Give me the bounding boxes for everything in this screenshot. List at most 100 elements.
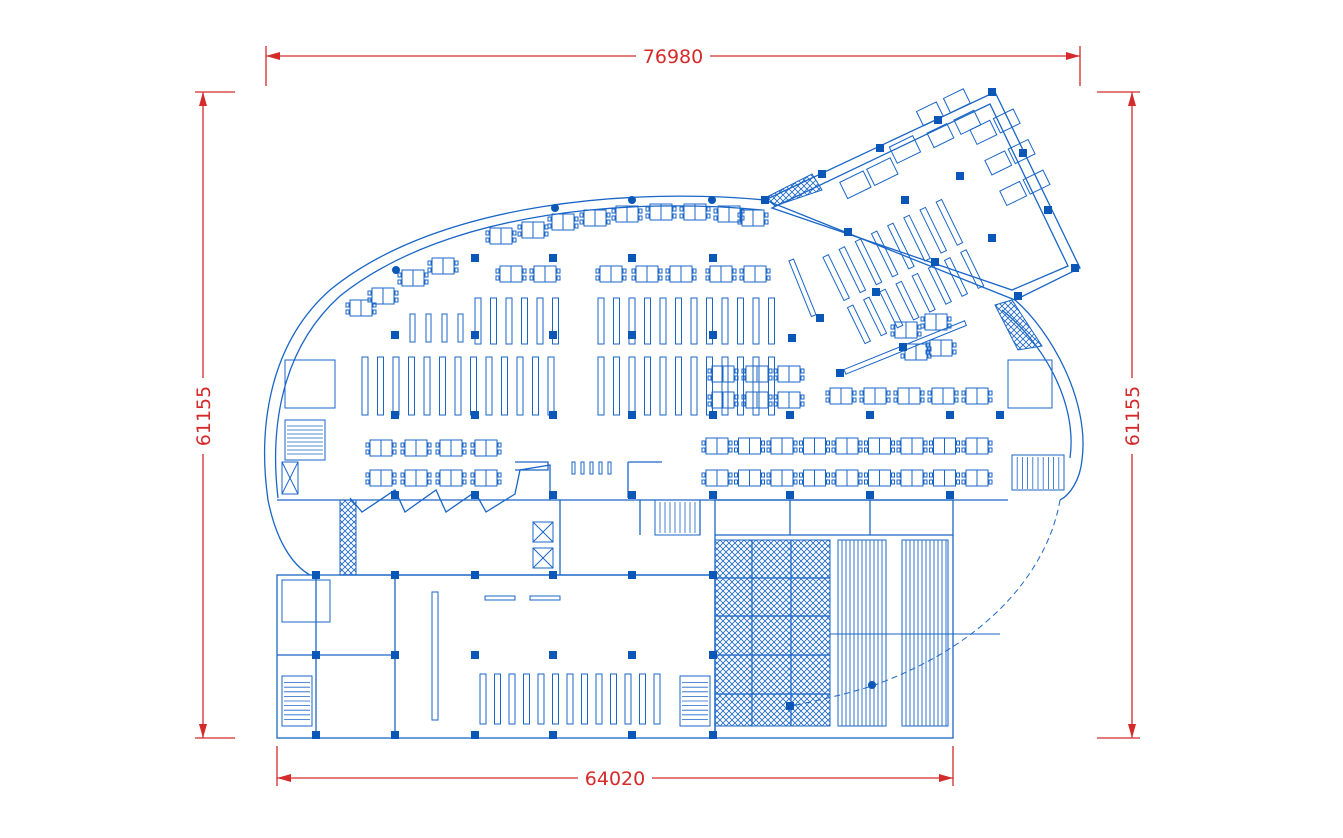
- chair: [470, 479, 475, 485]
- chair: [400, 442, 405, 448]
- structural-column: [549, 651, 557, 659]
- left-dimension: 61155: [193, 386, 215, 446]
- chair: [766, 268, 771, 274]
- catalog-cabinet: [571, 461, 576, 475]
- book-shelf: [523, 673, 530, 725]
- structural-column: [899, 343, 907, 351]
- structural-columns: [312, 88, 1079, 739]
- chair: [923, 447, 928, 453]
- chair: [367, 297, 372, 303]
- chair: [529, 268, 534, 274]
- chair: [988, 472, 993, 478]
- structural-column: [628, 651, 636, 659]
- book-shelf: [408, 356, 415, 416]
- chair: [896, 472, 901, 478]
- chair: [397, 272, 402, 278]
- book-shelf: [474, 297, 482, 345]
- chair: [734, 375, 739, 381]
- chair: [961, 397, 966, 403]
- chair: [956, 472, 960, 478]
- chair: [713, 215, 718, 221]
- structural-column: [628, 571, 636, 579]
- chair: [517, 224, 522, 230]
- chair: [345, 309, 350, 315]
- chair: [734, 401, 739, 407]
- chair: [732, 275, 737, 281]
- structural-column: [628, 731, 636, 739]
- structural-column: [996, 411, 1004, 419]
- chair: [859, 390, 864, 396]
- book-shelf: [439, 356, 446, 416]
- chair: [920, 397, 925, 403]
- chair: [427, 267, 432, 273]
- book-shelf: [485, 356, 493, 416]
- chair: [638, 208, 643, 214]
- stair-cores: [281, 359, 1065, 727]
- chair: [988, 397, 993, 403]
- chair: [766, 479, 771, 485]
- book-shelf: [838, 246, 867, 294]
- structural-column: [391, 491, 399, 499]
- chair: [397, 279, 402, 285]
- structural-column: [628, 491, 636, 499]
- book-shelf: [690, 356, 698, 416]
- chair: [435, 442, 440, 448]
- book-shelf: [879, 288, 904, 329]
- chair: [522, 275, 527, 281]
- chair: [961, 440, 966, 446]
- chair: [923, 472, 928, 478]
- chair: [658, 268, 663, 274]
- chair: [435, 472, 440, 478]
- chair: [485, 237, 490, 243]
- book-shelf: [675, 356, 682, 416]
- chair: [529, 275, 534, 281]
- chair: [768, 368, 773, 374]
- structural-column: [876, 144, 884, 152]
- book-shelf: [927, 264, 952, 305]
- chair: [890, 324, 895, 330]
- chair: [761, 479, 765, 485]
- structural-column: [946, 411, 954, 419]
- structural-column: [471, 731, 479, 739]
- chair: [365, 442, 370, 448]
- chair: [925, 342, 930, 348]
- chair: [611, 215, 616, 221]
- chair: [773, 401, 778, 407]
- book-shelf: [613, 297, 620, 345]
- chair: [658, 275, 663, 281]
- chair: [858, 440, 863, 446]
- chair: [631, 275, 636, 281]
- book-shelf: [737, 297, 744, 345]
- chair: [734, 479, 738, 485]
- chair: [826, 479, 830, 485]
- chair: [427, 479, 432, 485]
- structural-column: [391, 731, 399, 739]
- chair: [424, 272, 429, 278]
- book-shelf: [529, 595, 561, 601]
- chair: [392, 472, 397, 478]
- book-shelf: [935, 198, 964, 246]
- structural-column: [709, 411, 717, 419]
- chair: [826, 447, 830, 453]
- book-shelf: [566, 673, 574, 725]
- structural-column: [709, 254, 717, 262]
- chair: [462, 442, 467, 448]
- chair: [392, 449, 397, 455]
- chair: [367, 290, 372, 296]
- chair: [497, 472, 502, 478]
- chair: [799, 447, 803, 453]
- reading-table: [926, 122, 955, 149]
- structural-column: [312, 731, 320, 739]
- structural-column: [788, 334, 796, 342]
- book-shelf: [628, 356, 636, 416]
- chair: [893, 390, 898, 396]
- round-column: [708, 196, 716, 204]
- chair: [365, 472, 370, 478]
- chair: [365, 479, 370, 485]
- book-shelf: [532, 356, 539, 416]
- chair: [988, 479, 993, 485]
- book-shelf: [721, 356, 729, 416]
- chair: [462, 472, 467, 478]
- book-shelf: [644, 356, 651, 416]
- book-shelf: [690, 297, 698, 345]
